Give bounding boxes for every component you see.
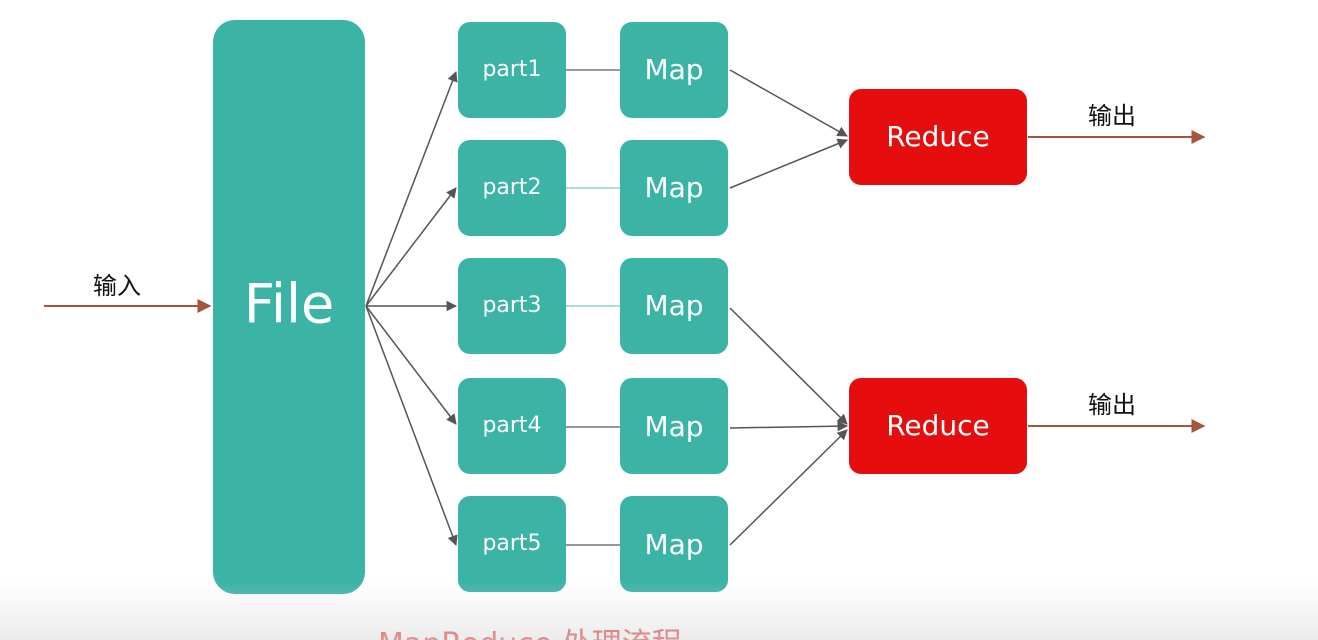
map-label-2: Map — [644, 171, 703, 204]
file-to-part-edges — [365, 71, 458, 546]
part-to-map-edges — [565, 69, 621, 546]
edge-file-part2 — [365, 187, 457, 307]
edge-map1-reduce1 — [729, 69, 848, 137]
part-node-3: part3 — [458, 258, 566, 354]
map-node-1: Map — [620, 22, 728, 118]
output-label-1: 输出 — [1088, 102, 1136, 130]
reduce-node-1: Reduce — [849, 89, 1027, 185]
map-node-2: Map — [620, 140, 728, 236]
output-label-2: 输出 — [1088, 391, 1136, 419]
edge-file-part1 — [365, 71, 458, 307]
part-label-1: part1 — [482, 57, 541, 82]
map-node-5: Map — [620, 496, 728, 592]
map-label-5: Map — [644, 528, 703, 561]
edge-map3-reduce2 — [729, 307, 848, 425]
map-label-4: Map — [644, 410, 703, 443]
edge-map4-reduce2 — [729, 420, 849, 432]
edge-file-part5 — [365, 305, 458, 546]
part-label-2: part2 — [482, 175, 541, 200]
part-node-4: part4 — [458, 378, 566, 474]
map-label-1: Map — [644, 53, 703, 86]
map-to-reduce-edges — [729, 69, 849, 546]
reduce-label-2: Reduce — [886, 409, 990, 442]
part-label-5: part5 — [482, 531, 541, 556]
part-label-3: part3 — [482, 293, 541, 318]
file-label: File — [244, 273, 334, 336]
map-label-3: Map — [644, 289, 703, 322]
part-node-5: part5 — [458, 496, 566, 592]
edge-map5-reduce2 — [729, 429, 848, 546]
map-node-3: Map — [620, 258, 728, 354]
edge-map2-reduce1 — [729, 138, 848, 189]
reduce-node-2: Reduce — [849, 378, 1027, 474]
file-node: File — [213, 20, 365, 594]
input-label: 输入 — [93, 272, 141, 300]
reduce-label-1: Reduce — [886, 120, 990, 153]
map-node-4: Map — [620, 378, 728, 474]
part-label-4: part4 — [482, 413, 541, 438]
edge-file-part4 — [365, 305, 457, 425]
part-node-1: part1 — [458, 22, 566, 118]
part-node-2: part2 — [458, 140, 566, 236]
